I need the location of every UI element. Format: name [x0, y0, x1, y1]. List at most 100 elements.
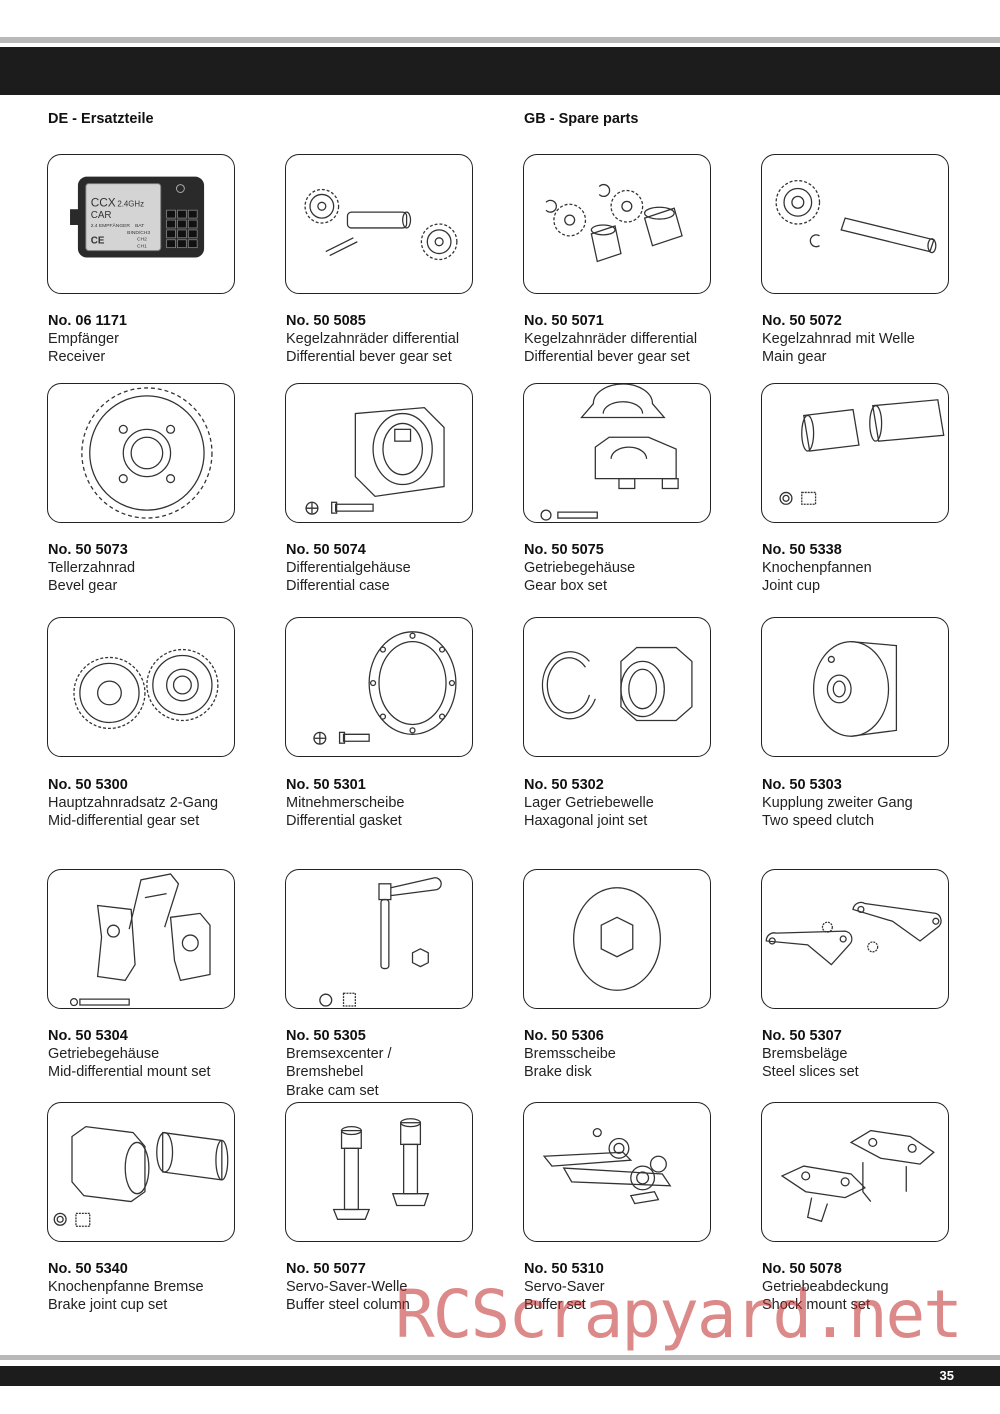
- part-name-de: Knochenpfanne Bremse: [48, 1279, 204, 1296]
- brake-cam-illustration: [319, 877, 442, 1007]
- part-name-en: Bevel gear: [48, 578, 118, 595]
- bottom-rule: [0, 1355, 1000, 1360]
- top-rule: [0, 37, 1000, 43]
- part-number: No. 50 5304: [48, 1028, 128, 1044]
- part-card-505338: [761, 383, 949, 523]
- part-card-505303: [761, 617, 949, 757]
- part-name-de: Getriebeabdeckung: [762, 1279, 889, 1296]
- part-name-de: Differentialgehäuse: [286, 560, 411, 577]
- part-name-de: Knochenpfannen: [762, 560, 872, 577]
- port-label-bat: BAT: [135, 223, 144, 229]
- part-number: No. 50 5307: [762, 1028, 842, 1044]
- part-card-505310: [523, 1102, 711, 1242]
- hexagonal-joint-illustration: [541, 646, 693, 722]
- part-number: No. 06 1171: [48, 313, 127, 329]
- part-name-de: Hauptzahnradsatz 2-Gang: [48, 795, 219, 812]
- part-name-de: Kegelzahnrad mit Welle: [762, 331, 915, 348]
- part-card-505306: [523, 869, 711, 1009]
- part-card-505302: [523, 617, 711, 757]
- part-card-505073: [47, 383, 235, 523]
- part-name-en: Differential case: [286, 578, 390, 595]
- part-card-505077: [285, 1102, 473, 1242]
- brake-disk-illustration: [572, 887, 662, 991]
- part-number: No. 50 5302: [524, 777, 604, 793]
- receiver-type: 2.4 EMPFÄNGER: [91, 222, 131, 229]
- part-name-de: Getriebegehäuse: [524, 560, 636, 577]
- mid-diff-mount-illustration: [69, 873, 211, 1007]
- part-name-en: Brake joint cup set: [48, 1297, 168, 1314]
- buffer-steel-column-illustration: [332, 1118, 430, 1220]
- part-number: No. 50 5071: [524, 313, 604, 329]
- part-number: No. 50 5075: [524, 542, 604, 558]
- part-name-de: Bremsscheibe: [524, 1046, 616, 1063]
- part-card-505074: [285, 383, 473, 523]
- bevel-gears-illustration: [304, 188, 458, 261]
- header-bar: [0, 47, 1000, 95]
- part-name-en: Steel slices set: [762, 1064, 859, 1081]
- gear-box-illustration: [540, 384, 679, 521]
- differential-gasket-illustration: [313, 631, 457, 745]
- site-watermark: RCScrapyard.net: [395, 1276, 963, 1353]
- part-number: No. 50 5301: [286, 777, 366, 793]
- part-name-de: Empfänger: [48, 331, 119, 348]
- shock-mount-illustration: [780, 1129, 935, 1223]
- part-card-505307: [761, 869, 949, 1009]
- part-number: No. 50 5073: [48, 542, 128, 558]
- brake-pads-illustration: [765, 901, 942, 966]
- part-number: No. 50 5338: [762, 542, 842, 558]
- part-name-en: Receiver: [48, 349, 106, 366]
- part-name-en: Differential gasket: [286, 813, 402, 830]
- part-number: No. 50 5078: [762, 1261, 842, 1277]
- part-number: No. 50 5072: [762, 313, 842, 329]
- part-number: No. 50 5340: [48, 1261, 128, 1277]
- part-name-en: Buffer set: [524, 1297, 586, 1314]
- part-name-de: Servo-Saver-Welle: [286, 1279, 408, 1296]
- part-name-en: Two speed clutch: [762, 813, 875, 830]
- section-title-gb: GB - Spare parts: [524, 111, 639, 127]
- receiver-model: CAR: [91, 210, 112, 221]
- part-card-505071: [523, 154, 711, 294]
- bevel-gear-illustration: [81, 387, 213, 519]
- part-name-de: Mitnehmerscheibe: [286, 795, 405, 812]
- two-speed-clutch-illustration: [812, 641, 898, 737]
- part-number: No. 50 5306: [524, 1028, 604, 1044]
- part-number: No. 50 5303: [762, 777, 842, 793]
- part-name-en: Differential bever gear set: [286, 349, 452, 366]
- part-card-505304: [47, 869, 235, 1009]
- part-name-en: Shock mount set: [762, 1297, 870, 1314]
- part-name-en: Mid-differential mount set: [48, 1064, 211, 1081]
- port-label-ch1: CH1: [137, 244, 147, 250]
- brake-joint-cup-illustration: [53, 1125, 229, 1227]
- part-name-de: Tellerzahnrad: [48, 560, 136, 577]
- part-name-en: Brake disk: [524, 1064, 592, 1081]
- mid-diff-gear-illustration: [73, 648, 219, 730]
- part-name-en: Joint cup: [762, 578, 821, 595]
- section-title-de: DE - Ersatzteile: [48, 111, 154, 127]
- receiver-freq: 2.4GHz: [117, 199, 144, 208]
- part-name-de: Getriebegehäuse: [48, 1046, 160, 1063]
- differential-case-illustration: [305, 406, 445, 515]
- port-label-ch2: CH2: [137, 237, 147, 243]
- part-number: No. 50 5310: [524, 1261, 604, 1277]
- part-card-505075: [523, 383, 711, 523]
- part-card-505301: [285, 617, 473, 757]
- part-name-de: Servo-Saver: [524, 1279, 605, 1296]
- part-number: No. 50 5085: [286, 313, 366, 329]
- receiver-brand: CCX: [91, 195, 116, 209]
- part-card-505085: [285, 154, 473, 294]
- bevel-gear-set-illustration: [545, 183, 683, 263]
